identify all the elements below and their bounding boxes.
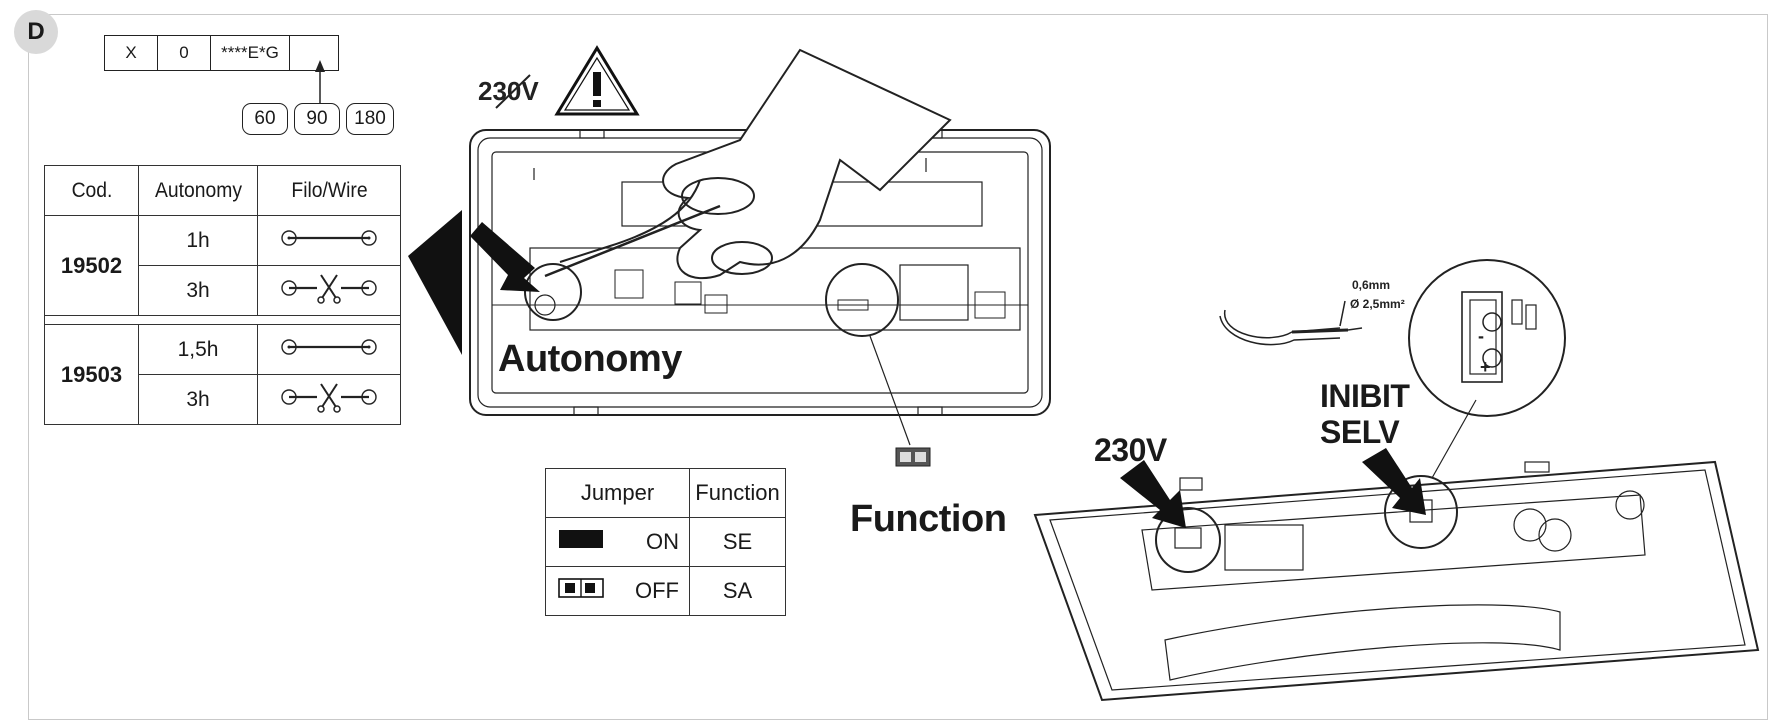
wire-cut-icon: [257, 265, 401, 316]
terminal-minus: -: [1478, 326, 1484, 346]
wire-section: Ø 2,5mm²: [1350, 297, 1405, 311]
function-label: Function: [850, 498, 1007, 540]
diagram-frame: [28, 14, 1768, 720]
inhibit-label: INIBIT SELV: [1320, 378, 1410, 450]
inhibit-line-2: SELV: [1320, 414, 1400, 450]
header-cod: Cod.: [47, 165, 136, 216]
option-90: 90: [294, 103, 340, 135]
autonomy-label: Autonomy: [498, 338, 682, 380]
code-cell-3: ****E*G: [210, 35, 290, 71]
autonomy-table: Cod. Autonomy Filo/Wire 19502 1h 3h 1950…: [44, 165, 401, 425]
inhibit-line-1: INIBIT: [1320, 378, 1410, 414]
terminal-plus: +: [1480, 357, 1491, 377]
autonomy-value: 1h: [138, 215, 258, 266]
header-jumper: Jumper: [545, 468, 690, 518]
option-60: 60: [242, 103, 288, 135]
pointer-triangle: [408, 210, 462, 355]
wire-intact-icon: [257, 215, 401, 266]
warning-icon: [554, 45, 640, 116]
arrow-230v: [1120, 460, 1186, 528]
jumper-function: SA: [689, 566, 786, 616]
autonomy-value: 3h: [138, 265, 258, 316]
header-wire: Filo/Wire: [262, 165, 396, 216]
voltage-crossed-label: 230V: [478, 76, 539, 106]
jumper-open-icon: [895, 447, 931, 467]
jumper-off-icon: [545, 566, 616, 616]
code-19502: 19502: [44, 215, 139, 316]
lamp-perspective-view: [1033, 399, 1760, 702]
header-function: Function: [689, 468, 786, 518]
code-cell-4: [289, 35, 339, 71]
section-badge: D: [14, 10, 58, 54]
option-180: 180: [346, 103, 394, 135]
code-19503: 19503: [44, 324, 139, 425]
cable-drawing: [1219, 300, 1363, 346]
arrow-autonomy: [470, 222, 540, 292]
jumper-table: Jumper Function ON SE OFF SA: [545, 468, 786, 616]
code-cell-1: X: [104, 35, 158, 71]
jumper-state: OFF: [616, 566, 690, 616]
wire-intact-icon: [257, 324, 401, 375]
product-code-table: X 0 ****E*G: [104, 35, 339, 71]
jumper-on-icon: [545, 517, 616, 567]
wire-diameter: 0,6mm: [1352, 278, 1390, 292]
wire-cut-icon: [257, 374, 401, 425]
arrow-inibit: [1362, 448, 1426, 515]
jumper-function: SE: [689, 517, 786, 567]
voltage-label: 230V: [1094, 432, 1167, 468]
autonomy-value: 3h: [138, 374, 258, 425]
terminal-zoom: - +: [1408, 259, 1566, 417]
jumper-state: ON: [616, 517, 690, 567]
header-autonomy: Autonomy: [142, 165, 254, 216]
hand-with-scissors: [544, 48, 952, 280]
